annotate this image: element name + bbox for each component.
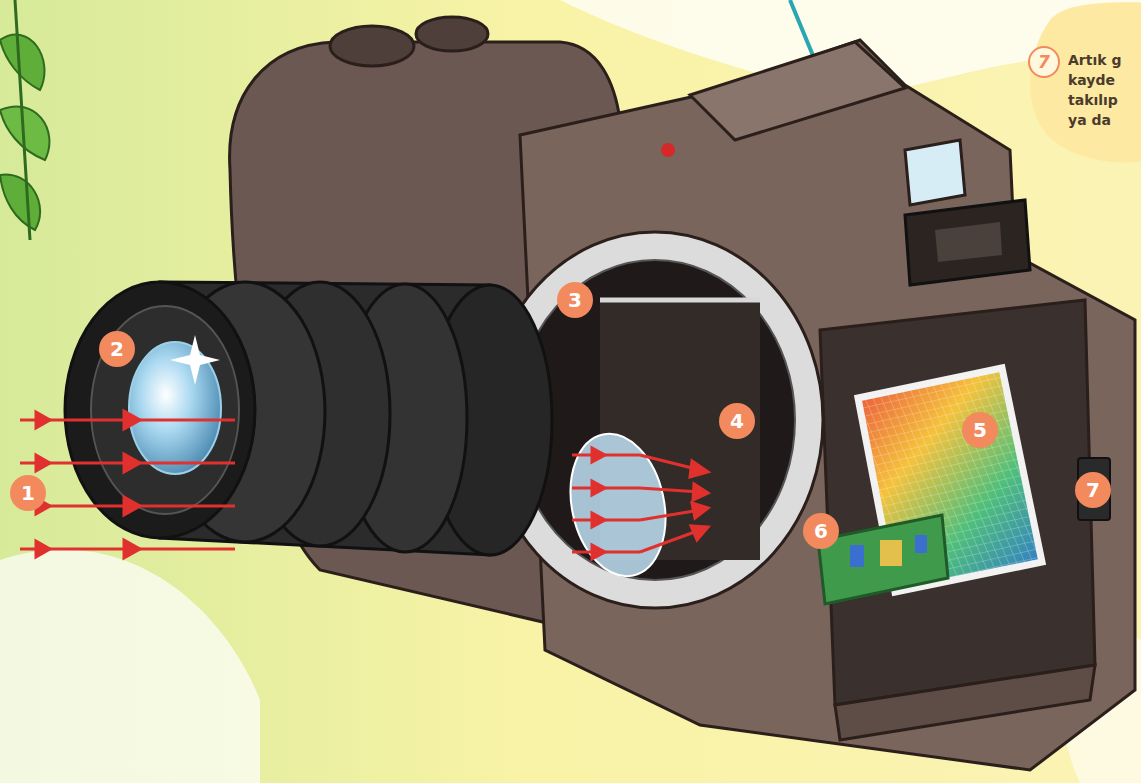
chip (850, 545, 864, 567)
callout-number: 7 (1075, 472, 1111, 508)
body-bottom-lip (835, 665, 1095, 740)
light-ray (640, 510, 700, 520)
chip (880, 540, 902, 566)
ray-arrowhead (36, 541, 50, 557)
ray-arrowhead (690, 461, 708, 477)
cloud-shape (0, 549, 260, 783)
ray-arrowhead (592, 545, 605, 559)
viewfinder-window (905, 140, 965, 205)
image-sensor (858, 368, 1042, 592)
mode-dial (330, 26, 414, 66)
callout-number: 7 (1086, 478, 1100, 502)
ray-arrowhead (124, 411, 140, 429)
camera-body (520, 40, 1135, 770)
callout-number: 3 (568, 288, 582, 312)
speech-bubble: Artık g kayde takılıp ya da 7 (1020, 0, 1141, 168)
callout-number: 4 (730, 409, 744, 433)
speech-bubble-fill (1030, 2, 1141, 162)
callout-number: 4 (719, 403, 755, 439)
ray-arrowhead (36, 412, 50, 428)
leaf (0, 35, 44, 90)
light-ray (640, 530, 700, 552)
ray-arrowhead (36, 455, 50, 471)
indicator-light (661, 143, 675, 157)
focus-screen-edge (600, 298, 760, 303)
leaf-stem (15, 0, 30, 240)
eyepiece-slots (935, 222, 1002, 262)
ray-arrowhead (691, 526, 708, 540)
callout-number: 2 (110, 337, 124, 361)
callout-number: 3 (557, 282, 593, 318)
viewfinder-eyepiece (905, 200, 1030, 285)
callout-number: 1 (21, 481, 35, 505)
callout-number: 2 (99, 331, 135, 367)
callout-number: 7 (1038, 52, 1050, 72)
ray-arrowhead (693, 484, 708, 500)
light-ray (640, 488, 700, 492)
leaf (0, 175, 40, 230)
ray-arrowhead (592, 513, 605, 527)
callout-number: 7 (1028, 46, 1060, 78)
ray-arrowhead (124, 454, 140, 472)
ray-arrowhead (592, 481, 605, 495)
light-rays (20, 411, 708, 559)
callout-number: 6 (803, 513, 839, 549)
callout-number: 5 (962, 412, 998, 448)
pentaprism-housing (690, 42, 905, 140)
mirror (558, 425, 678, 585)
callout-number: 6 (814, 519, 828, 543)
ray-arrowhead (124, 540, 140, 558)
sensor-grid (858, 368, 1042, 592)
chip (915, 535, 927, 553)
ray-arrowhead (124, 497, 140, 515)
lens-front (65, 282, 255, 538)
callout-number: 5 (973, 418, 987, 442)
control-dial (416, 17, 488, 51)
cutaway-chamber (820, 300, 1095, 705)
callout-number: 1 (10, 475, 46, 511)
ray-arrowhead (592, 448, 605, 462)
lens-front-rim (91, 306, 239, 514)
lens-glare (170, 335, 220, 385)
ray-arrowhead (692, 503, 708, 518)
note-text: Artık g kayde takılıp ya da (1068, 50, 1132, 130)
